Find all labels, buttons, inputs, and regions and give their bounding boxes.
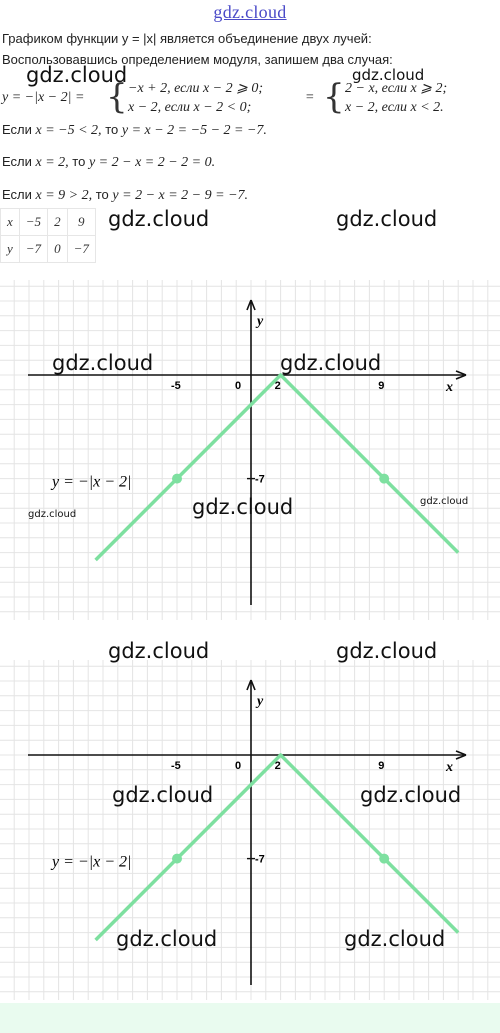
case-1a: −x + 2, если x − 2 ⩾ 0; [128, 81, 264, 96]
table-cell: x [0, 208, 20, 236]
table-cell: 9 [66, 208, 96, 236]
y-axis-arrow [246, 299, 256, 311]
table-cell: y [0, 235, 20, 263]
tick-label: -5 [171, 380, 181, 392]
table-cell: −7 [66, 235, 96, 263]
intro-line: Графиком функции y = |x| является объеди… [2, 31, 372, 46]
watermark: gdz.cloud [280, 351, 382, 375]
watermark: gdz.cloud [112, 783, 214, 807]
watermark: gdz.cloud [52, 351, 154, 375]
calc-line-2: Если x = 2, то y = 2 − x = 2 − 2 = 0. [2, 154, 215, 171]
x-axis-label: x [445, 380, 453, 395]
watermark: gdz.cloud [192, 495, 294, 519]
watermark: gdz.cloud [26, 63, 128, 87]
calc-line-1: Если x = −5 < 2, то y = x − 2 = −5 − 2 =… [2, 122, 267, 139]
table-cell: 0 [47, 235, 68, 263]
function-line [94, 373, 460, 562]
tick-label: -7 [255, 474, 265, 486]
formula-label: y = −|x − 2| [50, 854, 131, 871]
function-line [94, 753, 460, 942]
data-point [379, 853, 390, 864]
table-cell: −7 [18, 235, 49, 263]
brace-left: { [106, 77, 128, 117]
tick-label: -7 [255, 854, 265, 866]
watermark: gdz.cloud [336, 207, 438, 231]
data-point [379, 473, 390, 484]
tick-label: 9 [378, 760, 384, 772]
watermark: gdz.cloud [108, 639, 210, 663]
calc-result: y = 2 − x = 2 − 9 = −7. [112, 188, 249, 203]
calc-mid: то [72, 154, 86, 169]
footer-band [0, 1003, 500, 1033]
calc-pre: Если [2, 154, 32, 169]
piecewise-lhs: y = −|x − 2| = [2, 90, 85, 105]
value-table: x −5 2 9 y −7 0 −7 [0, 208, 96, 263]
tick-label: 0 [235, 380, 241, 392]
watermark: gdz.cloud [336, 639, 438, 663]
y-axis-label: y [255, 314, 264, 329]
calc-line-3: Если x = 9 > 2, то y = 2 − x = 2 − 9 = −… [2, 187, 248, 204]
table-row: x −5 2 9 [0, 208, 96, 236]
tick-label: 2 [275, 380, 281, 392]
case-1b: x − 2, если x − 2 < 0; [128, 100, 252, 115]
x-axis-arrow [455, 750, 467, 760]
x-axis-arrow [455, 370, 467, 380]
calc-result: y = 2 − x = 2 − 2 = 0. [88, 155, 216, 170]
table-cell: −5 [18, 208, 49, 236]
site-title[interactable]: gdz.cloud [213, 2, 287, 22]
tick-label: 0 [235, 760, 241, 772]
equals-sign: = [305, 90, 315, 105]
watermark: gdz.cloud [116, 927, 218, 951]
calc-math: x = 9 > 2, [35, 188, 93, 203]
y-axis-label: y [255, 694, 264, 709]
watermark: gdz.cloud [28, 509, 77, 520]
calc-pre: Если [2, 187, 32, 202]
watermark: gdz.cloud [420, 496, 469, 507]
intro-line-2: Воспользовавшись определением модуля, за… [2, 52, 393, 67]
data-point [172, 473, 182, 484]
tick-label: 2 [275, 760, 281, 772]
watermark: gdz.cloud [344, 927, 446, 951]
x-axis-label: x [445, 760, 453, 775]
calc-math: x = −5 < 2, [35, 123, 102, 138]
y-axis-arrow [246, 679, 256, 691]
watermark: gdz.cloud [108, 207, 210, 231]
brace-right: { [323, 77, 345, 117]
case-2a: 2 − x, если x ⩾ 2; [345, 81, 448, 96]
tick-label: -5 [171, 760, 181, 772]
calc-pre: Если [2, 122, 32, 137]
watermark: gdz.cloud [360, 783, 462, 807]
tick-label: 9 [378, 380, 384, 392]
calc-result: y = x − 2 = −5 − 2 = −7. [121, 123, 267, 138]
case-2b: x − 2, если x < 2. [345, 100, 444, 115]
table-row: y −7 0 −7 [0, 235, 96, 263]
data-point [172, 853, 182, 864]
table-cell: 2 [47, 208, 68, 236]
function-graph: x y -5 0 2 9 -7 y = −|x − 2| [0, 280, 500, 620]
calc-math: x = 2, [35, 155, 69, 170]
calc-mid: то [105, 122, 119, 137]
calc-mid: то [95, 187, 109, 202]
watermark: gdz.cloud [352, 66, 425, 84]
function-graph-copy: x y -5 0 2 9 -7 y = −|x − 2| [0, 660, 500, 1000]
formula-label: y = −|x − 2| [50, 474, 131, 491]
